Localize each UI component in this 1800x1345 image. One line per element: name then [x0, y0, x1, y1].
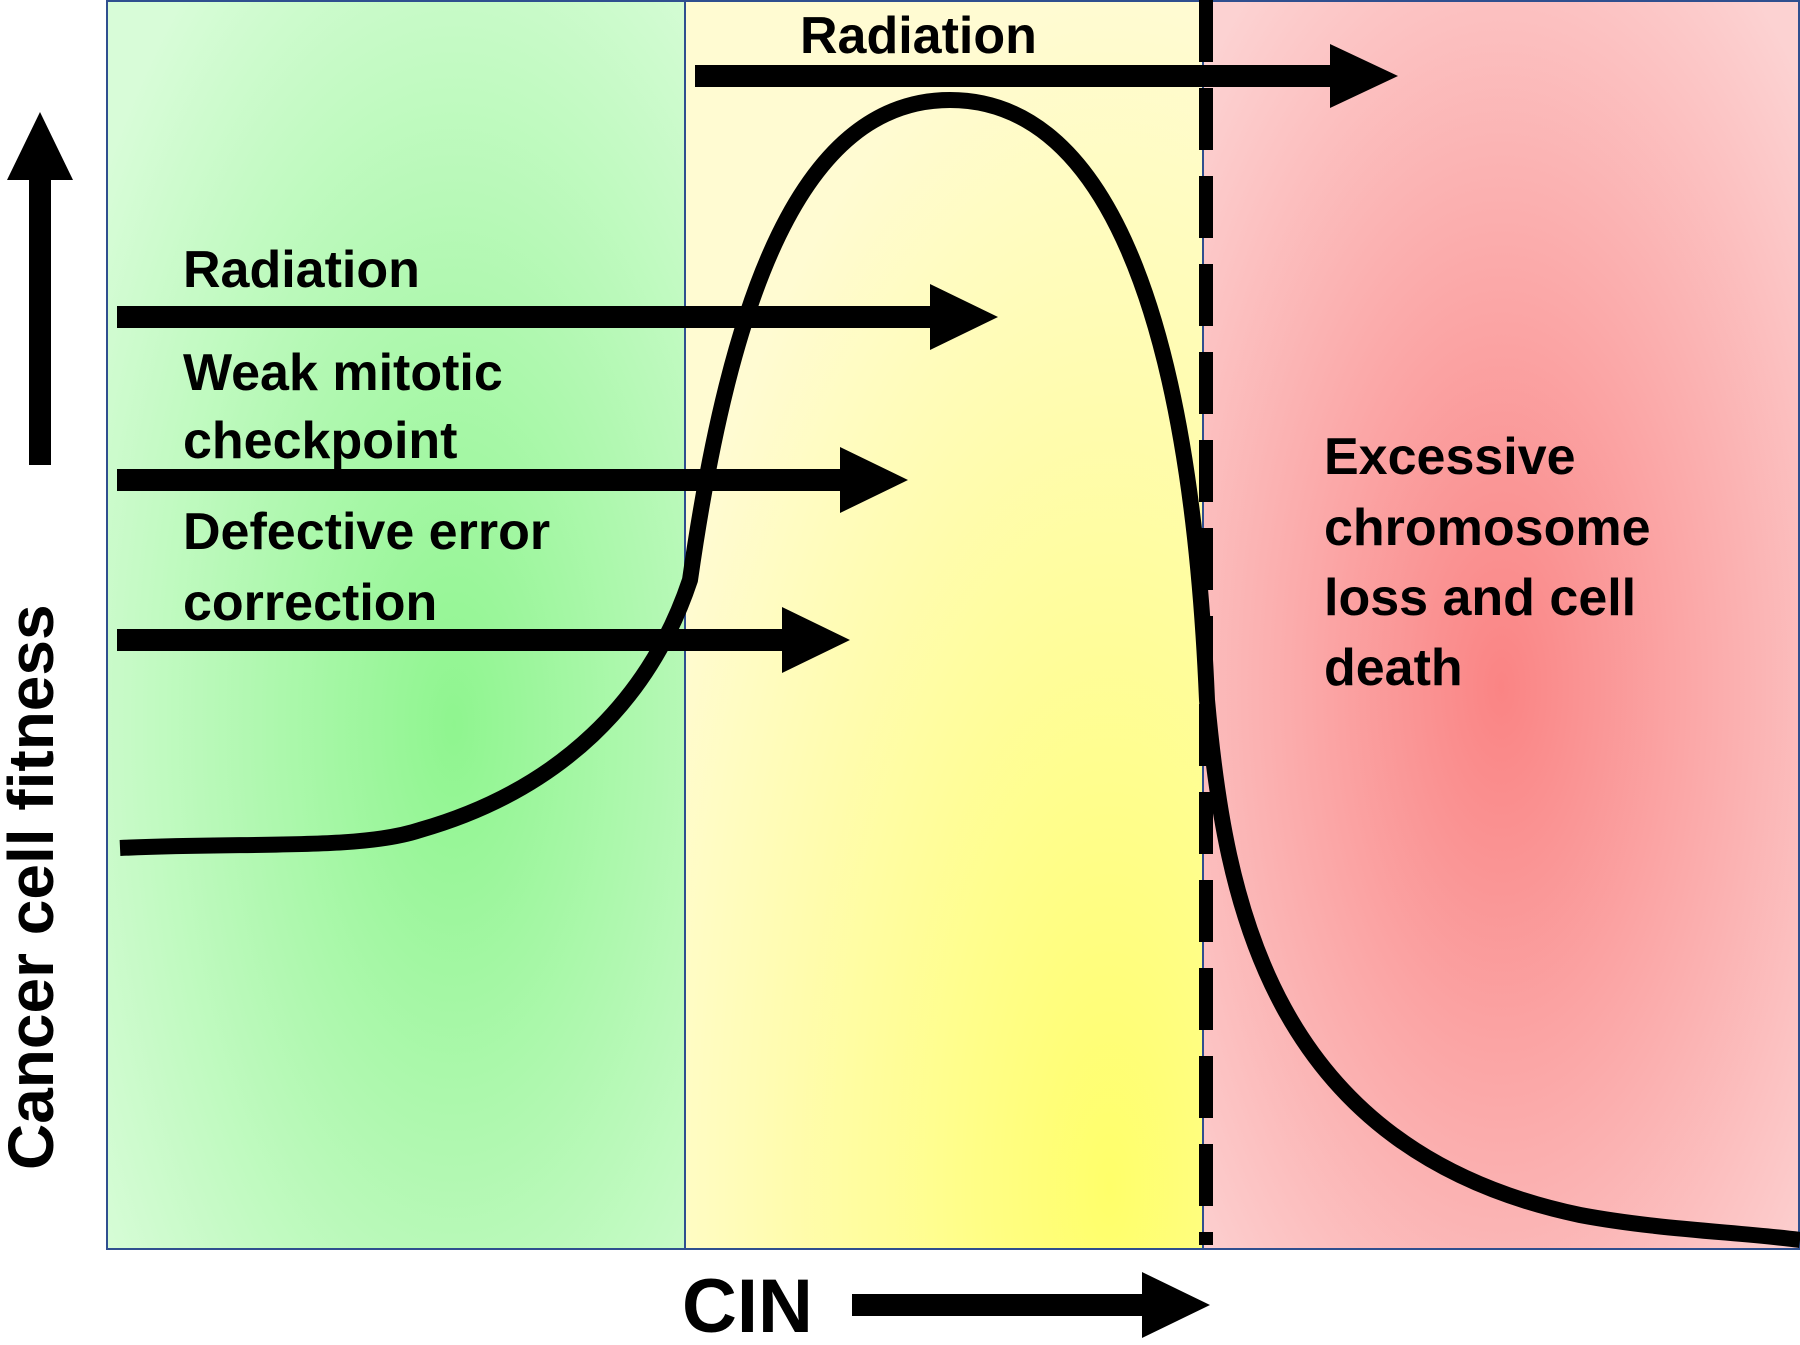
excessive-label-line4: death — [1324, 639, 1463, 697]
fitness-curve — [119, 92, 1800, 1248]
weak-checkpoint-arrow — [117, 447, 908, 513]
y-axis-arrow — [7, 112, 73, 465]
radiation-top-label: Radiation — [800, 7, 1037, 65]
defective-correction-label-line2: correction — [183, 574, 437, 632]
radiation-top-arrow — [695, 44, 1398, 108]
excessive-label-line2: chromosome — [1324, 499, 1651, 557]
weak-checkpoint-label-line1: Weak mitotic — [183, 344, 503, 402]
plot-frame — [106, 0, 1800, 1250]
low-cin-zone — [107, 0, 685, 1250]
radiation-left-label: Radiation — [183, 241, 420, 299]
weak-checkpoint-label-line2: checkpoint — [183, 412, 458, 470]
optimal-cin-zone — [685, 0, 1203, 1250]
x-axis-arrow — [852, 1272, 1210, 1338]
y-axis-label: Cancer cell fitness — [0, 604, 67, 1170]
x-axis-label: CIN — [682, 1264, 813, 1340]
radiation-left-arrow — [117, 284, 998, 350]
defective-correction-label-line1: Defective error — [183, 503, 550, 561]
excessive-label-line1: Excessive — [1324, 428, 1576, 486]
defective-correction-arrow — [117, 607, 850, 673]
excessive-label-line3: loss and cell — [1324, 569, 1636, 627]
